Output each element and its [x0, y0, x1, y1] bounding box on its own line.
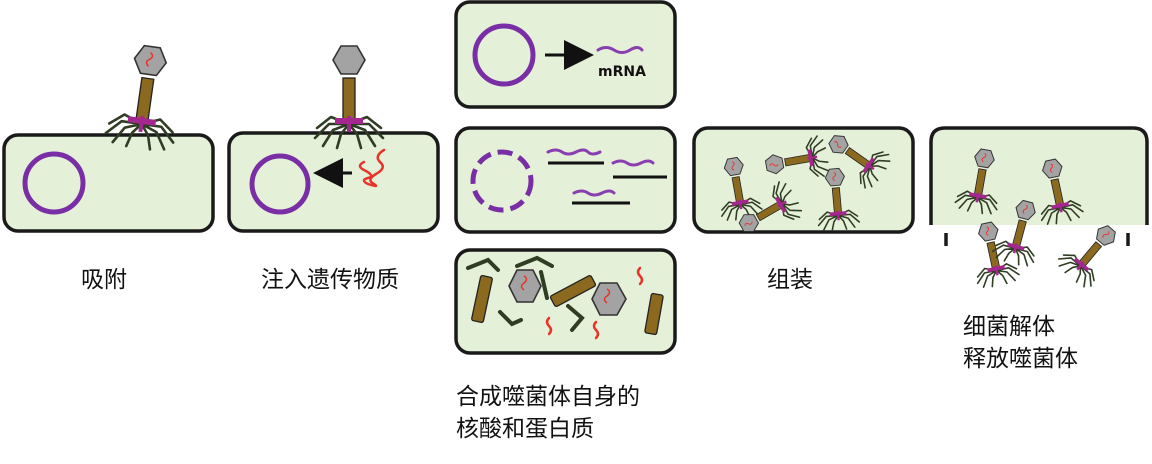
bacterium-cell	[2, 133, 215, 233]
bacterium-cell	[692, 126, 915, 234]
caption-assembly: 组装	[767, 267, 813, 293]
stage-assembly: 组装	[692, 122, 915, 293]
caption-adsorption: 吸附	[81, 267, 127, 293]
stage-injection: 注入遗传物质	[227, 44, 440, 293]
caption-lysis-line1: 细菌解体	[963, 314, 1055, 340]
cell-replication	[454, 126, 677, 234]
label-mrna: mRNA	[598, 64, 646, 80]
caption-injection: 注入遗传物质	[261, 267, 399, 293]
phage-parts	[466, 255, 664, 340]
stage-adsorption: 吸附	[2, 40, 215, 293]
mrna-strand	[546, 148, 602, 156]
stage-synthesis: mRNA 合成噬菌体自身的 核酸和蛋白质	[454, 0, 677, 442]
caption-synthesis-line1: 合成噬菌体自身的	[456, 384, 640, 410]
lysed-cell-wall	[929, 126, 1149, 225]
phage-dna-ring	[472, 23, 536, 87]
dna-ring-dashed	[470, 149, 534, 213]
phage	[965, 217, 1022, 291]
mrna-strand	[572, 189, 616, 197]
mrna-strand	[596, 46, 644, 54]
phage-dna-squiggle	[358, 148, 386, 188]
bacterial-dna-ring	[22, 151, 86, 215]
stage-lysis: 细菌解体 释放噬菌体	[929, 126, 1149, 372]
mrna-strand	[611, 159, 655, 167]
bacterium-cell	[227, 131, 440, 233]
caption-lysis-line2: 释放噬菌体	[963, 346, 1078, 372]
caption-synthesis-line2: 核酸和蛋白质	[456, 416, 594, 442]
bacterial-dna-ring	[249, 153, 311, 215]
phage	[1053, 214, 1129, 292]
